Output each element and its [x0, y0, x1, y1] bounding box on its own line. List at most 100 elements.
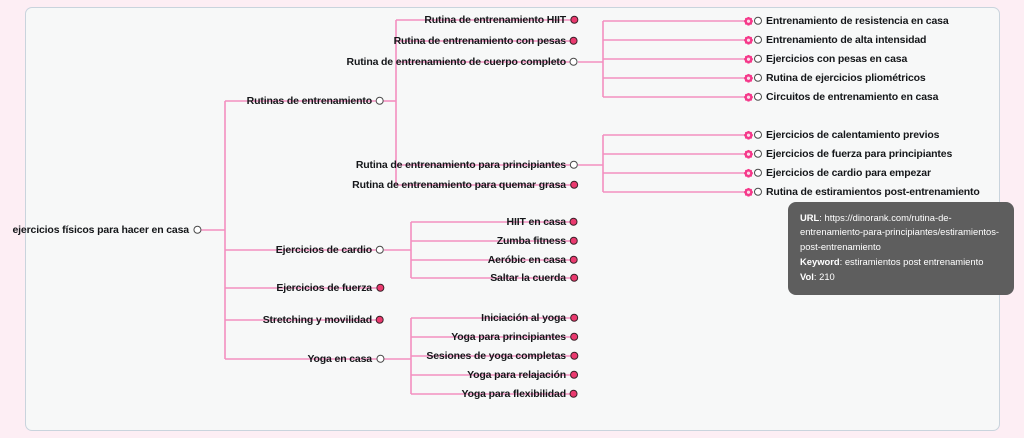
- flower-icon: [744, 187, 753, 197]
- node-yoga-para-relajacion[interactable]: Yoga para relajación: [467, 370, 578, 381]
- node-marker-filled[interactable]: [570, 256, 578, 264]
- node-hiit-en-casa[interactable]: HIIT en casa: [507, 217, 578, 228]
- node-marker-filled[interactable]: [570, 181, 578, 189]
- node-marker-filled[interactable]: [570, 314, 578, 322]
- node-marker-hollow[interactable]: [754, 74, 762, 82]
- node-iniciacion-al-yoga[interactable]: Iniciación al yoga: [481, 313, 578, 324]
- tooltip-url-row: URL: https://dinorank.com/rutina-de-entr…: [800, 212, 1000, 252]
- flower-icon: [744, 73, 753, 83]
- node-circuitos-entrenamiento-casa[interactable]: Circuitos de entrenamiento en casa: [744, 92, 938, 103]
- node-label: Zumba fitness: [496, 234, 566, 247]
- flower-icon: [744, 149, 753, 159]
- flower-icon: [744, 92, 753, 102]
- node-label: Iniciación al yoga: [481, 311, 566, 324]
- node-rutina-con-pesas[interactable]: Rutina de entrenamiento con pesas: [394, 36, 578, 47]
- node-label: Stretching y movilidad: [262, 313, 372, 326]
- node-marker-hollow[interactable]: [193, 226, 201, 234]
- node-entrenamiento-alta-intensidad[interactable]: Entrenamiento de alta intensidad: [744, 35, 926, 46]
- node-marker-hollow[interactable]: [754, 169, 762, 177]
- node-marker-filled[interactable]: [570, 37, 578, 45]
- node-label: HIIT en casa: [506, 215, 567, 228]
- node-marker-hollow[interactable]: [570, 161, 578, 169]
- node-label: Entrenamiento de resistencia en casa: [766, 14, 949, 27]
- node-rutina-hiit[interactable]: Rutina de entrenamiento HIIT: [424, 15, 578, 26]
- node-marker-hollow[interactable]: [754, 55, 762, 63]
- node-label: Rutina de entrenamiento con pesas: [393, 34, 567, 47]
- node-rutina-cuerpo-completo[interactable]: Rutina de entrenamiento de cuerpo comple…: [347, 57, 578, 68]
- flower-icon: [744, 130, 753, 140]
- node-yoga-para-principiantes[interactable]: Yoga para principiantes: [451, 332, 578, 343]
- node-marker-hollow[interactable]: [754, 36, 762, 44]
- node-ejercicios-con-pesas-casa[interactable]: Ejercicios con pesas en casa: [744, 54, 907, 65]
- node-yoga-para-flexibilidad[interactable]: Yoga para flexibilidad: [462, 389, 578, 400]
- node-marker-hollow[interactable]: [570, 58, 578, 66]
- node-label: Ejercicios de calentamiento previos: [766, 128, 940, 141]
- flower-icon: [744, 54, 753, 64]
- node-saltar-la-cuerda[interactable]: Saltar la cuerda: [490, 273, 578, 284]
- node-marker-filled[interactable]: [570, 352, 578, 360]
- node-marker-filled[interactable]: [570, 274, 578, 282]
- node-rutina-estiramientos-post-entrenamiento[interactable]: Rutina de estiramientos post-entrenamien…: [744, 187, 980, 198]
- node-label: Saltar la cuerda: [490, 271, 566, 284]
- node-marker-filled[interactable]: [570, 390, 578, 398]
- node-marker-hollow[interactable]: [754, 17, 762, 25]
- node-entrenamiento-resistencia-casa[interactable]: Entrenamiento de resistencia en casa: [744, 16, 949, 27]
- node-ejercicios-de-cardio[interactable]: Ejercicios de cardio: [276, 245, 384, 256]
- node-zumba-fitness[interactable]: Zumba fitness: [497, 236, 578, 247]
- node-marker-hollow[interactable]: [376, 355, 384, 363]
- node-rutina-ejercicios-pliometricos[interactable]: Rutina de ejercicios pliométricos: [744, 73, 926, 84]
- node-rutina-quemar-grasa[interactable]: Rutina de entrenamiento para quemar gras…: [352, 180, 578, 191]
- node-label: Yoga en casa: [307, 352, 372, 365]
- tooltip-keyword-key: Keyword: [800, 255, 840, 267]
- node-marker-hollow[interactable]: [754, 131, 762, 139]
- node-label: Rutina de entrenamiento de cuerpo comple…: [346, 55, 567, 68]
- node-marker-filled[interactable]: [376, 284, 384, 292]
- node-label: Rutina de ejercicios pliométricos: [766, 71, 926, 84]
- node-label: Ejercicios de cardio para empezar: [766, 166, 931, 179]
- node-label: Yoga para flexibilidad: [461, 387, 567, 400]
- node-ejercicios-calentamiento-previos[interactable]: Ejercicios de calentamiento previos: [744, 130, 939, 141]
- node-marker-hollow[interactable]: [754, 188, 762, 196]
- tooltip-keyword-value: estiramientos post entrenamiento: [844, 255, 984, 267]
- node-ejercicios-de-fuerza[interactable]: Ejercicios de fuerza: [276, 283, 384, 294]
- node-label: Entrenamiento de alta intensidad: [766, 33, 927, 46]
- node-stretching-y-movilidad[interactable]: Stretching y movilidad: [263, 315, 384, 326]
- node-aerobic-en-casa[interactable]: Aeróbic en casa: [488, 255, 578, 266]
- node-label: Ejercicios con pesas en casa: [766, 52, 908, 65]
- node-ejercicios-fuerza-principiantes[interactable]: Ejercicios de fuerza para principiantes: [744, 149, 952, 160]
- node-marker-filled[interactable]: [570, 371, 578, 379]
- tooltip-url-value: https://dinorank.com/rutina-de-entrenami…: [800, 212, 1000, 252]
- node-marker-filled[interactable]: [570, 218, 578, 226]
- node-rutina-principiantes[interactable]: Rutina de entrenamiento para principiant…: [356, 160, 578, 171]
- node-label: Rutina de entrenamiento para principiant…: [355, 158, 566, 171]
- node-detail-tooltip: URL: https://dinorank.com/rutina-de-entr…: [788, 202, 1014, 296]
- node-label: Yoga para relajación: [467, 368, 566, 381]
- node-marker-hollow[interactable]: [376, 246, 384, 254]
- node-label: Ejercicios de fuerza para principiantes: [766, 147, 953, 160]
- node-label: Rutinas de entrenamiento: [246, 94, 372, 107]
- node-marker-filled[interactable]: [570, 333, 578, 341]
- node-label: Circuitos de entrenamiento en casa: [766, 90, 939, 103]
- node-label: Rutina de entrenamiento HIIT: [424, 13, 566, 26]
- node-label: Yoga para principiantes: [451, 330, 566, 343]
- node-marker-filled[interactable]: [570, 16, 578, 24]
- node-rutinas-de-entrenamiento[interactable]: Rutinas de entrenamiento: [247, 96, 384, 107]
- node-marker-hollow[interactable]: [376, 97, 384, 105]
- node-yoga-en-casa[interactable]: Yoga en casa: [307, 354, 384, 365]
- flower-icon: [744, 168, 753, 178]
- node-ejercicios-cardio-empezar[interactable]: Ejercicios de cardio para empezar: [744, 168, 931, 179]
- node-marker-filled[interactable]: [570, 237, 578, 245]
- node-sesiones-de-yoga-completas[interactable]: Sesiones de yoga completas: [426, 351, 578, 362]
- node-root[interactable]: ejercicios físicos para hacer en casa: [12, 225, 201, 236]
- tooltip-vol-row: Vol: 210: [800, 271, 835, 283]
- flower-icon: [744, 35, 753, 45]
- node-label: Rutina de entrenamiento para quemar gras…: [352, 178, 566, 191]
- node-marker-filled[interactable]: [376, 316, 384, 324]
- flower-icon: [744, 16, 753, 26]
- node-marker-hollow[interactable]: [754, 93, 762, 101]
- node-label: ejercicios físicos para hacer en casa: [12, 223, 189, 236]
- tooltip-url-key: URL: [800, 212, 820, 223]
- node-label: Rutina de estiramientos post-entrenamien…: [766, 185, 980, 198]
- tooltip-vol-value: 210: [819, 271, 835, 283]
- node-marker-hollow[interactable]: [754, 150, 762, 158]
